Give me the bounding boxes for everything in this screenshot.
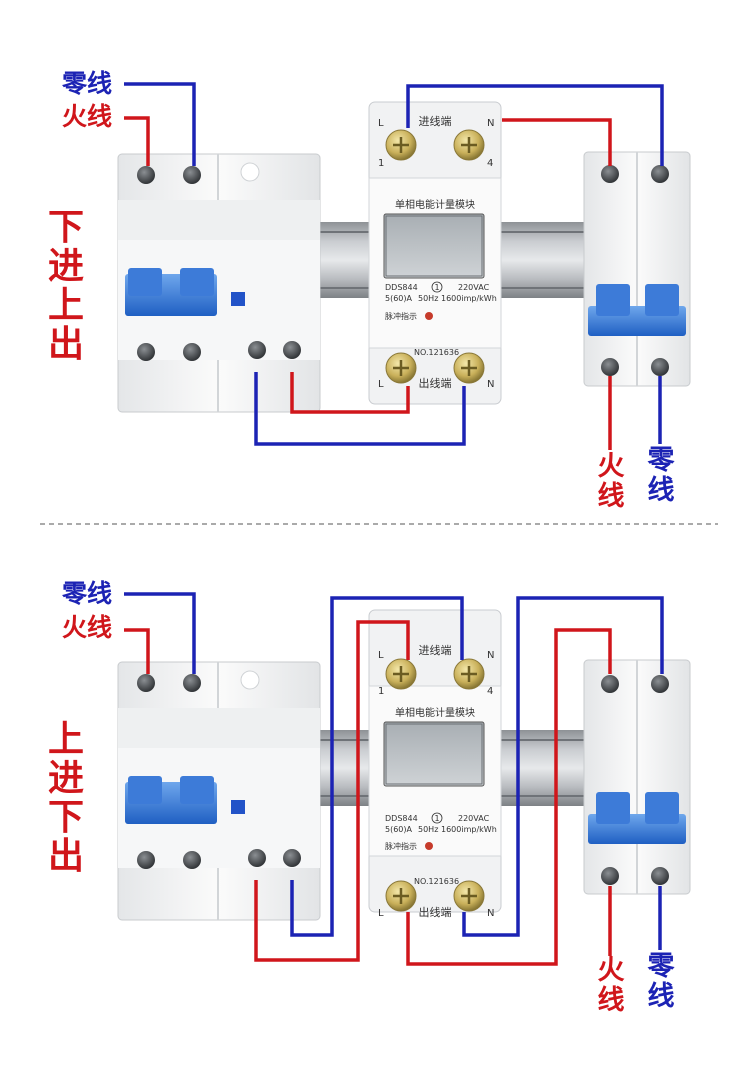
meter-voltage: 220VAC	[458, 814, 490, 823]
label-neutral-out: 零线	[647, 951, 675, 1012]
panel-bottom-in-top-out: 进线端 L N 1 4 单相电能计量模块 DDS844 1 220VAC 5(6…	[117, 82, 691, 450]
meter-term-l-top: L	[378, 650, 384, 661]
label-live-out: 火线	[597, 955, 625, 1016]
breaker-left	[117, 153, 321, 413]
meter-term-l-bottom: L	[378, 908, 384, 919]
meter-term-n-top: N	[487, 650, 494, 661]
meter-in-text: 进线端	[419, 643, 452, 657]
meter-model: DDS844	[385, 283, 418, 292]
indicator-window	[240, 162, 260, 182]
breaker-right	[583, 659, 691, 895]
meter-phase: 1	[434, 283, 439, 292]
meter-term-l-top: L	[378, 118, 384, 129]
meter-title: 单相电能计量模块	[395, 198, 475, 211]
meter-term-n-bottom: N	[487, 379, 494, 390]
meter-current: 5(60)A	[385, 825, 413, 834]
pulse-led	[425, 842, 433, 850]
meter-model: DDS844	[385, 814, 418, 823]
wire-live-in	[124, 116, 150, 166]
label-live-in: 火线	[62, 102, 113, 131]
meter-freq: 50Hz	[418, 294, 438, 303]
meter-phase: 1	[434, 814, 439, 823]
meter-title: 单相电能计量模块	[395, 706, 475, 719]
energy-meter: 进线端 L N 1 4 单相电能计量模块 DDS844 1 220VAC 5(6…	[368, 609, 502, 919]
breaker-right	[583, 151, 691, 387]
wire-live-meter-top	[502, 118, 612, 166]
energy-meter: 进线端 L N 1 4 单相电能计量模块 DDS844 1 220VAC 5(6…	[368, 101, 502, 405]
label-neutral-out: 零线	[647, 445, 675, 506]
wire-neutral-breaker-meter	[254, 372, 466, 446]
meter-term-4: 4	[487, 158, 493, 169]
meter-term-1: 1	[378, 158, 384, 169]
meter-out-text: 出线端	[419, 376, 452, 390]
wire-live-breaker-meter	[254, 620, 410, 962]
panel-top-in-bottom-out: 进线端 L N 1 4 单相电能计量模块 DDS844 1 220VAC 5(6…	[117, 592, 691, 966]
wire-neutral-breaker-meter	[290, 596, 464, 937]
label-neutral-in: 零线	[62, 579, 113, 608]
wire-live-meter-out	[406, 628, 612, 966]
lcd-window	[383, 213, 485, 279]
mode-label: 下进上出	[47, 207, 84, 365]
breaker-left	[117, 661, 321, 921]
meter-freq: 50Hz	[418, 825, 438, 834]
wire-neutral-meter-out	[462, 596, 664, 937]
meter-serial: NO.121636	[414, 348, 459, 357]
meter-term-n-top: N	[487, 118, 494, 129]
mode-label: 上进下出	[47, 719, 84, 877]
label-live-out: 火线	[597, 451, 625, 512]
meter-pulse: 脉冲指示	[385, 311, 417, 321]
wire-neutral-in	[124, 82, 196, 166]
meter-term-1: 1	[378, 686, 384, 697]
wire-live-breaker-meter	[290, 372, 410, 414]
meter-constant: 1600imp/kWh	[441, 294, 497, 303]
meter-out-text: 出线端	[419, 905, 452, 919]
meter-pulse: 脉冲指示	[385, 841, 417, 851]
label-live-in: 火线	[62, 613, 113, 642]
meter-term-4: 4	[487, 686, 493, 697]
lcd-window	[383, 721, 485, 787]
indicator-window	[240, 670, 260, 690]
label-neutral-in: 零线	[62, 69, 113, 98]
wire-neutral-in	[124, 592, 196, 674]
meter-serial: NO.121636	[414, 877, 459, 886]
wire-live-in	[124, 628, 150, 674]
pulse-led	[425, 312, 433, 320]
meter-constant: 1600imp/kWh	[441, 825, 497, 834]
meter-term-l-bottom: L	[378, 379, 384, 390]
meter-voltage: 220VAC	[458, 283, 490, 292]
meter-term-n-bottom: N	[487, 908, 494, 919]
wire-neutral-meter-top	[406, 84, 664, 166]
meter-current: 5(60)A	[385, 294, 413, 303]
meter-in-text: 进线端	[419, 114, 452, 128]
